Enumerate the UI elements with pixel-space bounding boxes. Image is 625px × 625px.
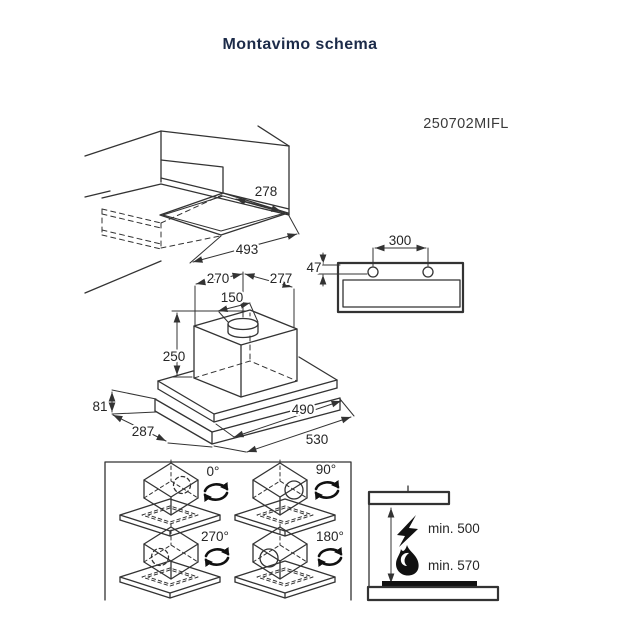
dim-arrow-530 [246, 416, 352, 453]
dim-arrow-493 [192, 233, 298, 263]
duct-hole-hidden [150, 547, 170, 567]
dim-label-top-left: 270 [207, 271, 230, 286]
rotation-option-180deg: 180° [234, 523, 346, 599]
hood-body-top-face [193, 309, 298, 346]
duct-hole-hidden [172, 475, 192, 495]
dim-label-top-right: 277 [270, 271, 293, 286]
rotate-icon [316, 482, 338, 497]
rotation-angle-label: 270° [201, 529, 229, 544]
dim-label-base-depth: 287 [132, 424, 155, 439]
cabinet-cutout-drawing: 278 493 [84, 125, 300, 294]
hood-front-outline [336, 261, 465, 314]
dim-label-hole-spacing: 300 [389, 233, 412, 248]
hood-isometric-drawing: 250 270 277 150 81 287 490 530 [90, 269, 355, 453]
dim-arrow-277 [244, 273, 293, 288]
dim-label-base-height: 81 [92, 399, 107, 414]
rotate-icon [205, 484, 227, 499]
clearance-diagram: min. 500 min. 570 [366, 485, 500, 602]
mount-hole-right [422, 266, 434, 278]
duct-hole [284, 480, 304, 500]
cutout-opening-outline [159, 192, 289, 236]
dim-label-cutout-depth: 278 [255, 184, 278, 199]
dim-label-body-height: 250 [163, 349, 186, 364]
rotation-angle-label: 180° [316, 529, 344, 544]
duct-hole [259, 548, 279, 568]
hood-side-profile [367, 490, 451, 506]
rotation-panel-border [104, 461, 352, 601]
dim-label-cutout-width: 493 [236, 242, 259, 257]
dim-label-base-width: 530 [306, 432, 329, 447]
dim-arrow-287 [112, 414, 167, 442]
rotate-icon [319, 549, 341, 564]
dim-arrow-278 [235, 198, 282, 212]
rotate-icon [206, 549, 228, 564]
cooktop-body [366, 585, 500, 602]
dim-label-body-width: 490 [292, 402, 315, 417]
cooktop-surface [382, 581, 477, 587]
model-number: 250702MIFL [423, 116, 508, 132]
rotation-option-90deg: 90° [234, 459, 338, 537]
rotation-option-0deg: 0° [119, 459, 227, 537]
flame-icon [396, 545, 419, 576]
dim-arrow-150 [217, 302, 251, 312]
hood-front-panel [342, 279, 461, 308]
mount-hole-left [367, 266, 379, 278]
page-title: Montavimo schema [223, 36, 378, 53]
dim-label-duct-diameter: 150 [221, 290, 244, 305]
clearance-gas-label: min. 570 [428, 558, 480, 573]
dim-arrow-270 [195, 272, 243, 286]
mount-holes-front-view: 300 47 [304, 231, 465, 314]
rotation-options-panel: 0° 90° 270° 180° [104, 459, 352, 601]
lightning-bolt-icon [397, 515, 418, 547]
duct-outlet [227, 317, 259, 331]
dim-label-hole-offset: 47 [306, 260, 321, 275]
rotation-angle-label: 90° [316, 462, 336, 477]
clearance-electric-label: min. 500 [428, 521, 480, 536]
rotation-option-270deg: 270° [119, 523, 231, 599]
rotation-angle-label: 0° [207, 464, 220, 479]
